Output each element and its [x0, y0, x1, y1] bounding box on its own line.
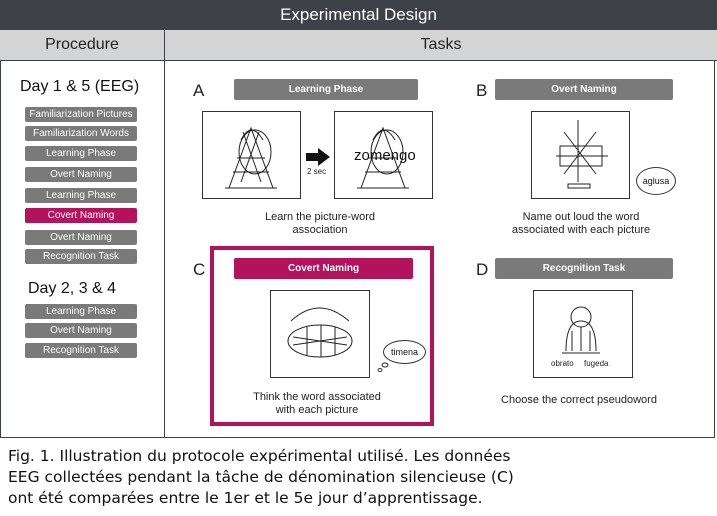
step-recognition-task: Recognition Task: [25, 249, 137, 264]
figure-caption: Fig. 1. Illustration du protocole expéri…: [8, 446, 713, 509]
figure-caption-line1: Fig. 1. Illustration du protocole expéri…: [8, 447, 511, 465]
day-1-5-label: Day 1 & 5 (EEG): [20, 78, 140, 95]
panel-a-caption-line1: Learn the picture-word: [264, 211, 376, 223]
object-drawing-icon: [562, 306, 600, 354]
panel-b-speech-bubble: aglusa: [636, 167, 676, 195]
panel-c-thought-bubble: timena: [383, 340, 426, 364]
panel-a-caption-line2: association: [292, 224, 348, 236]
panel-c-highlight: [210, 246, 434, 426]
step-learning-phase: Learning Phase: [25, 188, 137, 203]
page-title: Experimental Design: [0, 0, 717, 30]
panel-d-title: Recognition Task: [495, 258, 673, 279]
panel-d-picture: [533, 290, 633, 378]
step-familiarization-pictures: Familiarization Pictures: [25, 107, 137, 122]
step-covert-naming: Covert Naming: [25, 208, 137, 223]
procedure-header: Procedure: [0, 30, 164, 61]
panel-c-caption-line1: Think the word associated: [253, 391, 381, 403]
panel-c-letter: C: [193, 260, 206, 279]
figure-caption-line3: ont été comparées entre le 1er et le 5e …: [8, 489, 483, 507]
panel-a-title: Learning Phase: [234, 79, 418, 100]
panel-a-picture: [202, 111, 301, 199]
object-drawing-icon: [287, 307, 353, 358]
panel-b-caption: Name out loud the word associated with e…: [481, 211, 681, 237]
panel-d-letter: D: [476, 260, 489, 279]
tasks-header: Tasks: [165, 30, 717, 61]
panel-b-caption-line1: Name out loud the word: [522, 211, 640, 223]
panel-b-letter: B: [476, 81, 488, 100]
step-learning-phase: Learning Phase: [25, 304, 137, 319]
panel-d-choice-1: obrato: [551, 359, 574, 368]
panel-c-picture: [270, 290, 370, 378]
step-learning-phase: Learning Phase: [25, 146, 137, 161]
step-recognition-task: Recognition Task: [25, 343, 137, 358]
panel-a-picture-word: [334, 111, 433, 199]
panel-a-arrow-label: 2 sec: [307, 167, 327, 176]
panel-d-caption: Choose the correct pseudoword: [501, 394, 657, 406]
object-drawing-icon: [357, 126, 409, 189]
panel-b-title: Overt Naming: [495, 79, 673, 100]
panel-b-caption-line2: associated with each picture: [511, 224, 651, 236]
step-overt-naming: Overt Naming: [25, 230, 137, 245]
object-drawing-icon: [556, 120, 608, 189]
panel-b-picture: [531, 111, 630, 199]
step-familiarization-words: Familiarization Words: [25, 126, 137, 141]
column-divider: [164, 30, 165, 438]
panel-a-caption: Learn the picture-word association: [220, 211, 420, 237]
panel-d-choice-2: fugeda: [584, 359, 609, 368]
object-drawing-icon: [225, 126, 277, 189]
figure-caption-line2: EEG collectées pendant la tâche de dénom…: [8, 468, 514, 486]
panel-a-letter: A: [193, 81, 205, 100]
step-overt-naming: Overt Naming: [25, 167, 137, 182]
panel-c-caption: Think the word associated with each pict…: [214, 391, 420, 417]
panel-c-title: Covert Naming: [234, 258, 413, 279]
day-2-3-4-label: Day 2, 3 & 4: [28, 280, 117, 297]
panel-c-caption-line2: with each picture: [275, 404, 359, 416]
panel-a-word: zomengo: [354, 147, 416, 164]
step-overt-naming: Overt Naming: [25, 323, 137, 338]
